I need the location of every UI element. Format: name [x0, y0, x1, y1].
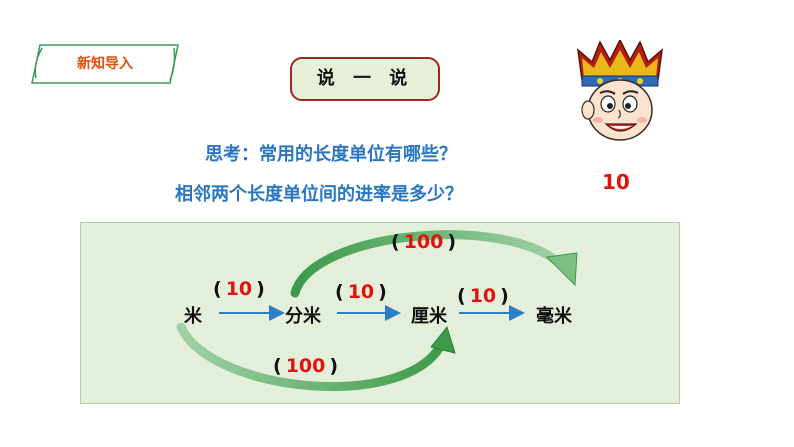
question-conversion-rate: 相邻两个长度单位间的进率是多少？	[175, 184, 463, 205]
ratio-m-to-dm: (10)	[213, 278, 265, 300]
section-tag: 新知导入	[30, 44, 180, 84]
question-common-units: 思考：常用的长度单位有哪些？	[205, 144, 457, 165]
page-title: 说 一 说	[290, 57, 440, 101]
unit-decimeter: 分米	[285, 306, 321, 327]
floating-answer: 10	[602, 170, 630, 194]
ratio-dm-to-mm: (100)	[391, 231, 457, 253]
arc-dm-to-mm	[290, 230, 564, 298]
arc-m-to-cm	[176, 322, 448, 391]
unit-centimeter: 厘米	[411, 306, 447, 327]
cartoon-face-with-crown-icon	[570, 38, 670, 145]
conversion-arrows	[176, 230, 578, 391]
arc-dm-to-mm-head	[545, 252, 578, 287]
ratio-dm-to-cm: (10)	[335, 281, 387, 303]
ratio-m-to-cm: (100)	[273, 355, 339, 377]
unit-millimeter: 毫米	[536, 306, 572, 327]
unit-meter: 米	[184, 306, 202, 327]
ratio-cm-to-mm: (10)	[457, 285, 509, 307]
section-tag-label: 新知导入	[77, 56, 133, 72]
tag-shape-icon	[31, 44, 179, 84]
arc-m-to-cm-head	[430, 325, 456, 354]
conversion-diagram-panel: 米 分米 厘米 毫米 (10) (10) (10) (100) (100)	[80, 222, 680, 404]
